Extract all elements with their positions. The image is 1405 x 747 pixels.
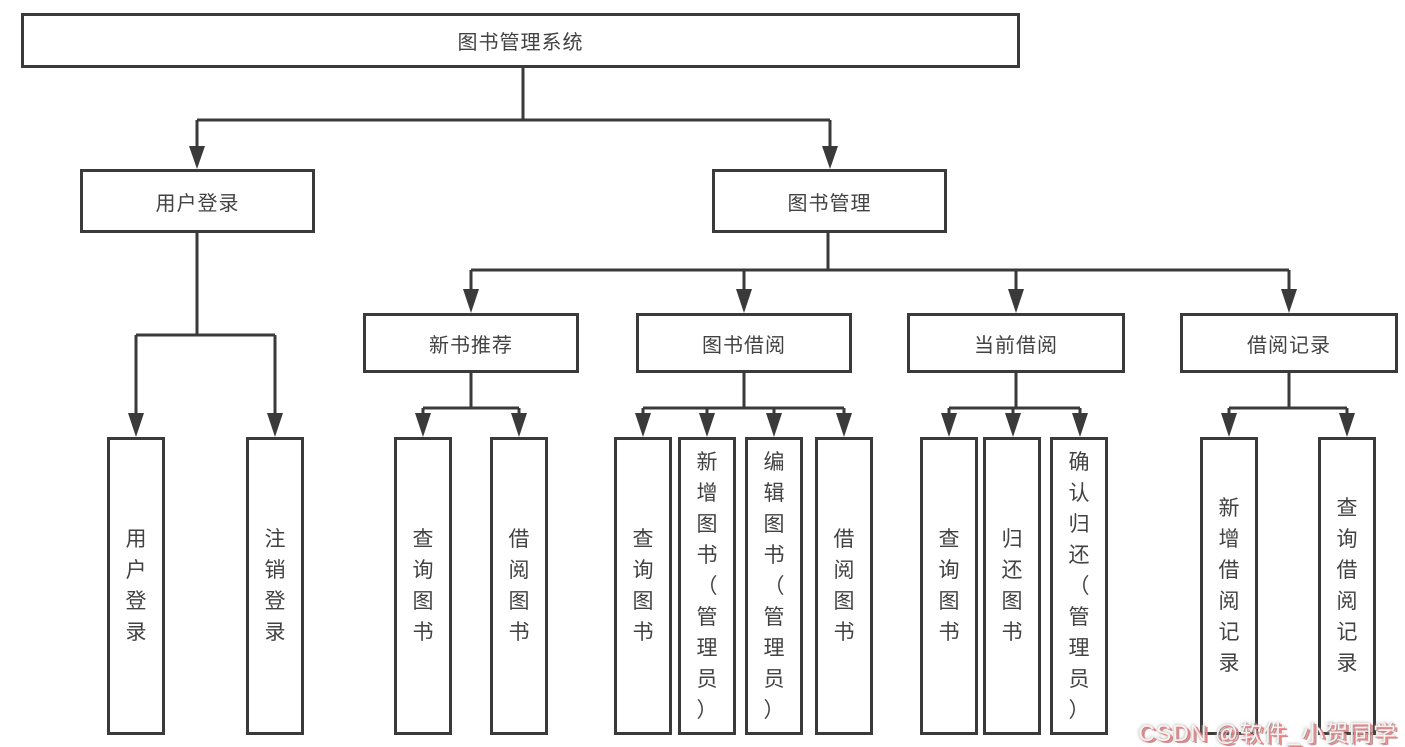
leaf-borrow-books-recommend: 借 阅 图 书 bbox=[490, 437, 548, 735]
leaf-label: 借 阅 图 书 bbox=[508, 528, 530, 644]
leaf-return-books: 归 还 图 书 bbox=[983, 437, 1041, 735]
node-label: 新书推荐 bbox=[429, 334, 513, 357]
node-label: 用户登录 bbox=[155, 192, 240, 215]
leaf-label: 编 辑 图 书 （ 管 理 员 ） bbox=[763, 450, 785, 722]
node-borrowing-records: 借阅记录 bbox=[1180, 313, 1398, 373]
leaf-label: 新 增 图 书 （ 管 理 员 ） bbox=[696, 450, 718, 722]
leaf-query-books-current: 查 询 图 书 bbox=[920, 437, 978, 735]
node-new-book-recommendation: 新书推荐 bbox=[363, 313, 579, 373]
leaf-label: 查 询 借 阅 记 录 bbox=[1336, 497, 1358, 675]
csdn-watermark: CSDN @软件_小贺同学 bbox=[1138, 720, 1397, 746]
node-book-management: 图书管理 bbox=[712, 169, 947, 233]
leaf-edit-books-admin: 编 辑 图 书 （ 管 理 员 ） bbox=[745, 437, 803, 735]
node-library-management-system: 图书管理系统 bbox=[21, 13, 1020, 68]
leaf-query-borrow-record: 查 询 借 阅 记 录 bbox=[1318, 437, 1376, 735]
leaf-query-books-recommend: 查 询 图 书 bbox=[394, 437, 452, 735]
node-label: 图书借阅 bbox=[702, 334, 786, 357]
leaf-confirm-return-admin: 确 认 归 还 （ 管 理 员 ） bbox=[1050, 437, 1108, 735]
leaf-label: 确 认 归 还 （ 管 理 员 ） bbox=[1068, 450, 1090, 722]
node-label: 借阅记录 bbox=[1247, 334, 1331, 357]
node-book-borrowing: 图书借阅 bbox=[636, 313, 852, 373]
leaf-logout: 注 销 登 录 bbox=[246, 437, 304, 735]
leaf-label: 查 询 图 书 bbox=[412, 528, 434, 644]
node-label: 图书管理系统 bbox=[457, 32, 584, 54]
leaf-borrow-books-borrowing: 借 阅 图 书 bbox=[815, 437, 873, 735]
node-user-login: 用户登录 bbox=[80, 169, 315, 233]
leaf-label: 查 询 图 书 bbox=[938, 528, 960, 644]
leaf-label: 借 阅 图 书 bbox=[833, 528, 855, 644]
leaf-label: 用 户 登 录 bbox=[125, 528, 147, 644]
leaf-add-borrow-record: 新 增 借 阅 记 录 bbox=[1200, 437, 1258, 735]
leaf-label: 注 销 登 录 bbox=[264, 528, 286, 644]
leaf-add-books-admin: 新 增 图 书 （ 管 理 员 ） bbox=[678, 437, 736, 735]
leaf-label: 新 增 借 阅 记 录 bbox=[1218, 497, 1240, 675]
node-label: 当前借阅 bbox=[974, 334, 1058, 357]
node-current-borrowing: 当前借阅 bbox=[907, 313, 1125, 373]
leaf-label: 查 询 图 书 bbox=[632, 528, 654, 644]
leaf-query-books-borrowing: 查 询 图 书 bbox=[614, 437, 672, 735]
leaf-user-login: 用 户 登 录 bbox=[107, 437, 165, 735]
leaf-label: 归 还 图 书 bbox=[1001, 528, 1023, 644]
node-label: 图书管理 bbox=[787, 192, 872, 215]
